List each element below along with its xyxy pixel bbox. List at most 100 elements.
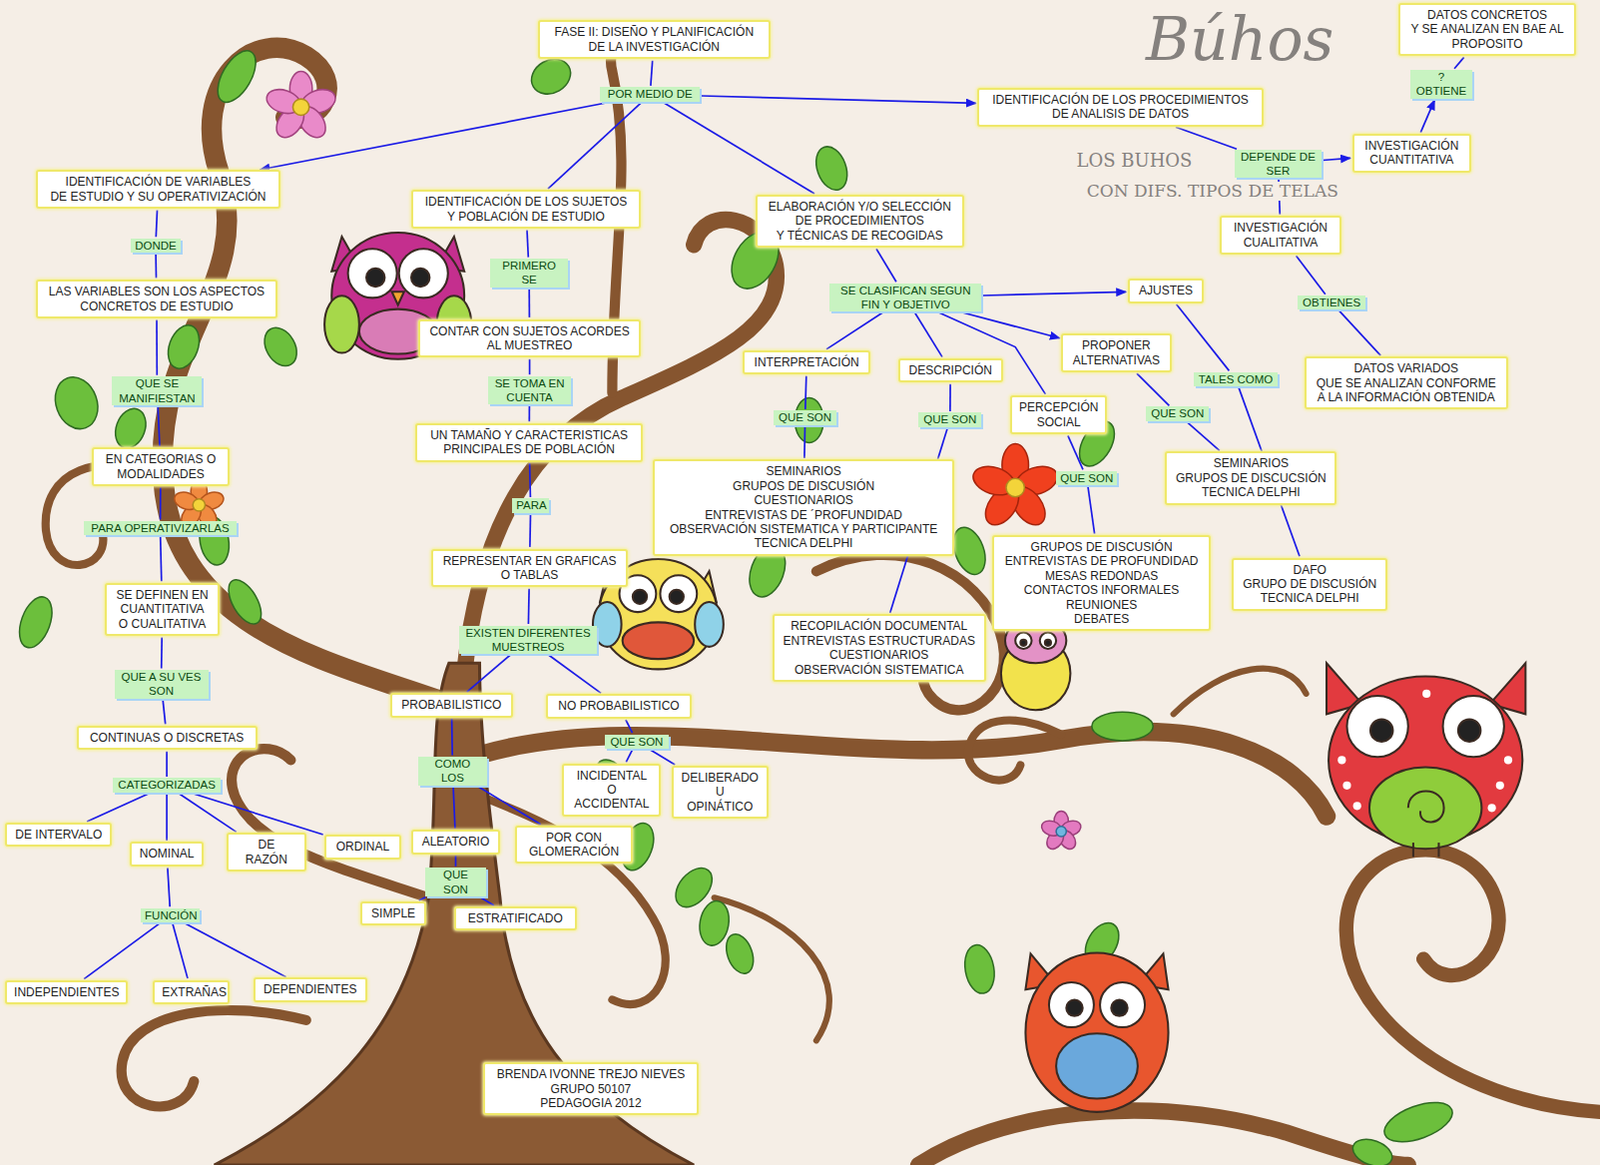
owl xyxy=(1025,952,1168,1111)
connector xyxy=(983,291,1126,296)
node-text: IDENTIFICACIÓN DE VARIABLES DE ESTUDIO Y… xyxy=(44,174,272,204)
leaf xyxy=(162,320,205,373)
concept-box: ESTRATIFICADO xyxy=(454,906,577,931)
concept-box: INDEPENDIENTES xyxy=(4,980,128,1005)
concept-box: PERCEPCIÓN SOCIAL xyxy=(1010,395,1107,435)
node-text: QUE SON xyxy=(777,410,833,425)
node-text: UN TAMAÑO Y CARACTERISTICAS PRINCIPALES … xyxy=(424,428,634,458)
node-text: INVESTIGACIÓN CUALITATIVA xyxy=(1228,220,1334,250)
node-text: SIMPLE xyxy=(369,906,418,921)
connector xyxy=(1136,373,1169,406)
node-text: CONTAR CON SUJETOS ACORDES AL MUESTREO xyxy=(427,324,632,354)
concept-box: BRENDA IVONNE TREJO NIEVES GRUPO 50107 P… xyxy=(483,1062,700,1115)
node-text: QUE SON xyxy=(1060,471,1113,486)
concept-box: SEMINARIOS GRUPOS DE DISCUCSIÓN TECNICA … xyxy=(1164,451,1337,505)
flower xyxy=(192,499,205,512)
concept-box: DESCRIPCIÓN xyxy=(898,358,1004,383)
text-line: POR CON xyxy=(524,830,624,845)
text-line: SEMINARIOS xyxy=(1173,456,1328,471)
concept-box: INVESTIGACIÓN CUALITATIVA xyxy=(1219,215,1343,255)
text-line: CONCRETOS DE ESTUDIO xyxy=(44,299,269,314)
text-line: INVESTIGACIÓN xyxy=(1361,138,1464,153)
text-line: REUNIONES xyxy=(1001,597,1203,612)
connector xyxy=(1176,304,1230,372)
linking-phrase: SE CLASIFICAN SEGUN FIN Y OBJETIVO xyxy=(829,283,982,313)
linking-phrase: OBTIENES xyxy=(1297,295,1365,310)
text-line: O CUALITATIVA xyxy=(113,616,211,631)
text-line: CONTAR CON SUJETOS ACORDES xyxy=(427,324,632,339)
concept-box: DATOS CONCRETOS Y SE ANALIZAN EN BAE AL … xyxy=(1398,2,1578,56)
node-text: NOMINAL xyxy=(138,846,196,861)
concept-box: DAFO GRUPO DE DISCUSIÓN TECNICA DELPHI xyxy=(1231,557,1388,611)
handwritten-note: Búhos xyxy=(1142,5,1337,72)
linking-phrase: CATEGORIZADAS xyxy=(112,777,220,792)
node-text: CONTINUAS O DISCRETAS xyxy=(85,730,249,745)
text-line: QUE A SU VES xyxy=(118,669,205,684)
text-line: MANIFIESTAN xyxy=(115,391,198,406)
text-line: CONTACTOS INFORMALES xyxy=(1001,582,1203,597)
node-text: DATOS VARIADOS QUE SE ANALIZAN CONFORME … xyxy=(1313,361,1500,405)
concept-box: DELIBERADO U OPINÁTICO xyxy=(671,765,769,819)
owl xyxy=(1443,695,1505,757)
linking-phrase: ?OBTIENE xyxy=(1410,69,1473,99)
linking-phrase: FUNCIÓN xyxy=(140,908,200,923)
text-line: SE CLASIFICAN SEGUN xyxy=(833,283,978,298)
connector xyxy=(451,718,454,755)
concept-box: DATOS VARIADOS QUE SE ANALIZAN CONFORME … xyxy=(1304,356,1509,410)
connector xyxy=(1454,56,1465,68)
linking-phrase: EXISTEN DIFERENTES MUESTREOS xyxy=(459,625,597,655)
node-text: DAFO GRUPO DE DISCUSIÓN TECNICA DELPHI xyxy=(1240,562,1379,606)
node-text: OBTIENES xyxy=(1301,295,1361,310)
text-line: QUE SE xyxy=(115,376,198,391)
owl xyxy=(1020,639,1027,646)
node-text: GRUPOS DE DISCUSIÓN ENTREVISTAS DE PROFU… xyxy=(1001,539,1203,626)
text-line: DE ESTUDIO Y SU OPERATIVIZACIÓN xyxy=(44,189,272,204)
concept-box: NO PROBABILISTICO xyxy=(545,693,692,718)
node-text: DELIBERADO U OPINÁTICO xyxy=(680,770,760,814)
node-text: DE INTERVALO xyxy=(13,827,103,842)
connector xyxy=(1339,310,1381,356)
text-line: Y SE ANALIZAN EN BAE AL xyxy=(1407,21,1569,36)
connector xyxy=(625,749,632,762)
flower xyxy=(263,71,339,143)
connector xyxy=(467,654,511,692)
connector xyxy=(83,923,160,980)
linking-phrase: QUE SON xyxy=(773,410,837,425)
node-text: EN CATEGORIAS O MODALIDADES xyxy=(100,452,221,482)
node-text: SE DEFINEN EN CUANTITATIVA O CUALITATIVA xyxy=(113,587,211,631)
connector xyxy=(805,376,807,410)
node-text: QUE A SU VES SON xyxy=(118,669,205,699)
text-line: DATOS CONCRETOS xyxy=(1407,7,1569,22)
connector xyxy=(529,514,532,547)
connector xyxy=(528,288,531,318)
concept-box: UN TAMAÑO Y CARACTERISTICAS PRINCIPALES … xyxy=(415,423,643,463)
text-line: ENTREVISTAS ESTRUCTURADAS xyxy=(781,633,978,648)
node-text: PARA OPERATIVIZARLAS xyxy=(87,521,233,535)
owl xyxy=(1412,842,1415,857)
text-line: TECNICA DELPHI xyxy=(1240,590,1379,605)
concept-box: PROBABILISTICO xyxy=(390,692,515,717)
leaf xyxy=(221,574,268,630)
connector xyxy=(165,793,168,841)
node-text: COMO LOS xyxy=(422,756,483,786)
node-text: PROBABILISTICO xyxy=(399,697,506,712)
connector xyxy=(155,210,157,238)
flower xyxy=(292,98,309,115)
connector xyxy=(529,359,532,375)
owl xyxy=(1110,999,1127,1016)
node-text: SEMINARIOS GRUPOS DE DISCUCSIÓN TECNICA … xyxy=(1173,456,1328,500)
linking-phrase: COMO LOS xyxy=(418,756,487,786)
concept-box: CONTINUAS O DISCRETAS xyxy=(76,725,258,750)
owl xyxy=(1342,781,1351,790)
text-line: DE LA INVESTIGACIÓN xyxy=(546,39,762,54)
owl xyxy=(411,268,430,287)
connector xyxy=(1175,126,1237,149)
node-text: INTERPRETACIÓN xyxy=(751,355,862,370)
connector xyxy=(477,786,540,825)
connector xyxy=(528,588,531,624)
owl xyxy=(1015,632,1032,649)
leaf xyxy=(947,523,992,579)
leaf xyxy=(810,142,853,195)
linking-phrase: QUE SON xyxy=(604,734,668,749)
tree-branch xyxy=(918,1110,1409,1165)
